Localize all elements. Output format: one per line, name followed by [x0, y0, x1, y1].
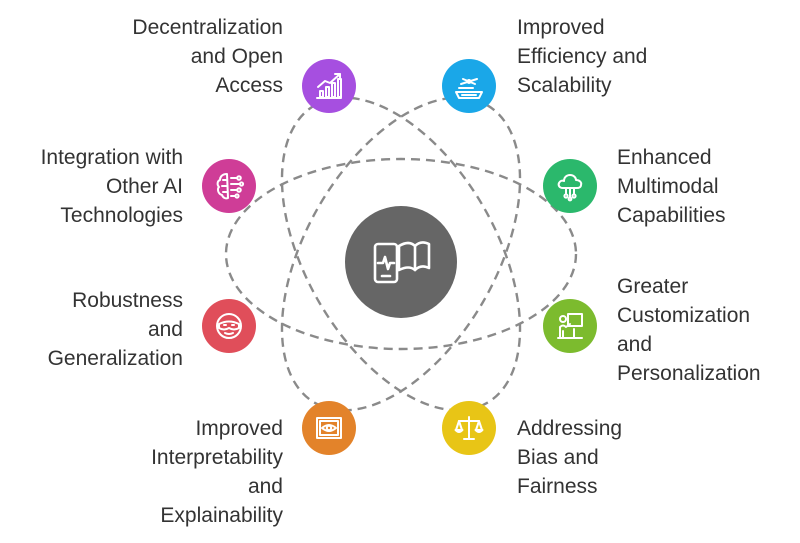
balance-scale-icon [454, 416, 484, 440]
efficiency-label: Improved Efficiency and Scalability [517, 16, 648, 97]
multimodal-label: Enhanced Multimodal Capabilities [617, 146, 726, 227]
integration-node [202, 159, 256, 213]
robustness-node [202, 299, 256, 353]
mobile-book-icon [373, 241, 431, 284]
eye-frame-icon [316, 417, 342, 439]
robustness-label: Robustness and Generalization [47, 289, 183, 370]
bias-node [442, 401, 496, 455]
efficiency-node [442, 59, 496, 113]
brain-circuit-icon [216, 173, 245, 200]
bias-label: Addressing Bias and Fairness [517, 417, 623, 498]
interpretability-label: Improved Interpretability and Explainabi… [151, 417, 283, 527]
growth-chart-icon [316, 73, 342, 99]
customization-node [543, 299, 597, 353]
decentralization-label: Decentralization and Open Access [132, 16, 283, 97]
cloud-network-icon [557, 174, 583, 202]
multimodal-node [543, 159, 597, 213]
presenter-icon [557, 313, 583, 339]
interpretability-node [302, 401, 356, 455]
decentralization-node [302, 59, 356, 113]
conveyor-icon [455, 78, 483, 99]
orbit-horizontal [224, 157, 578, 351]
integration-label: Integration with Other AI Technologies [40, 146, 183, 227]
center-node [345, 206, 457, 318]
goggles-icon [216, 313, 242, 339]
customization-label: Greater Customization and Personalizatio… [617, 275, 761, 385]
